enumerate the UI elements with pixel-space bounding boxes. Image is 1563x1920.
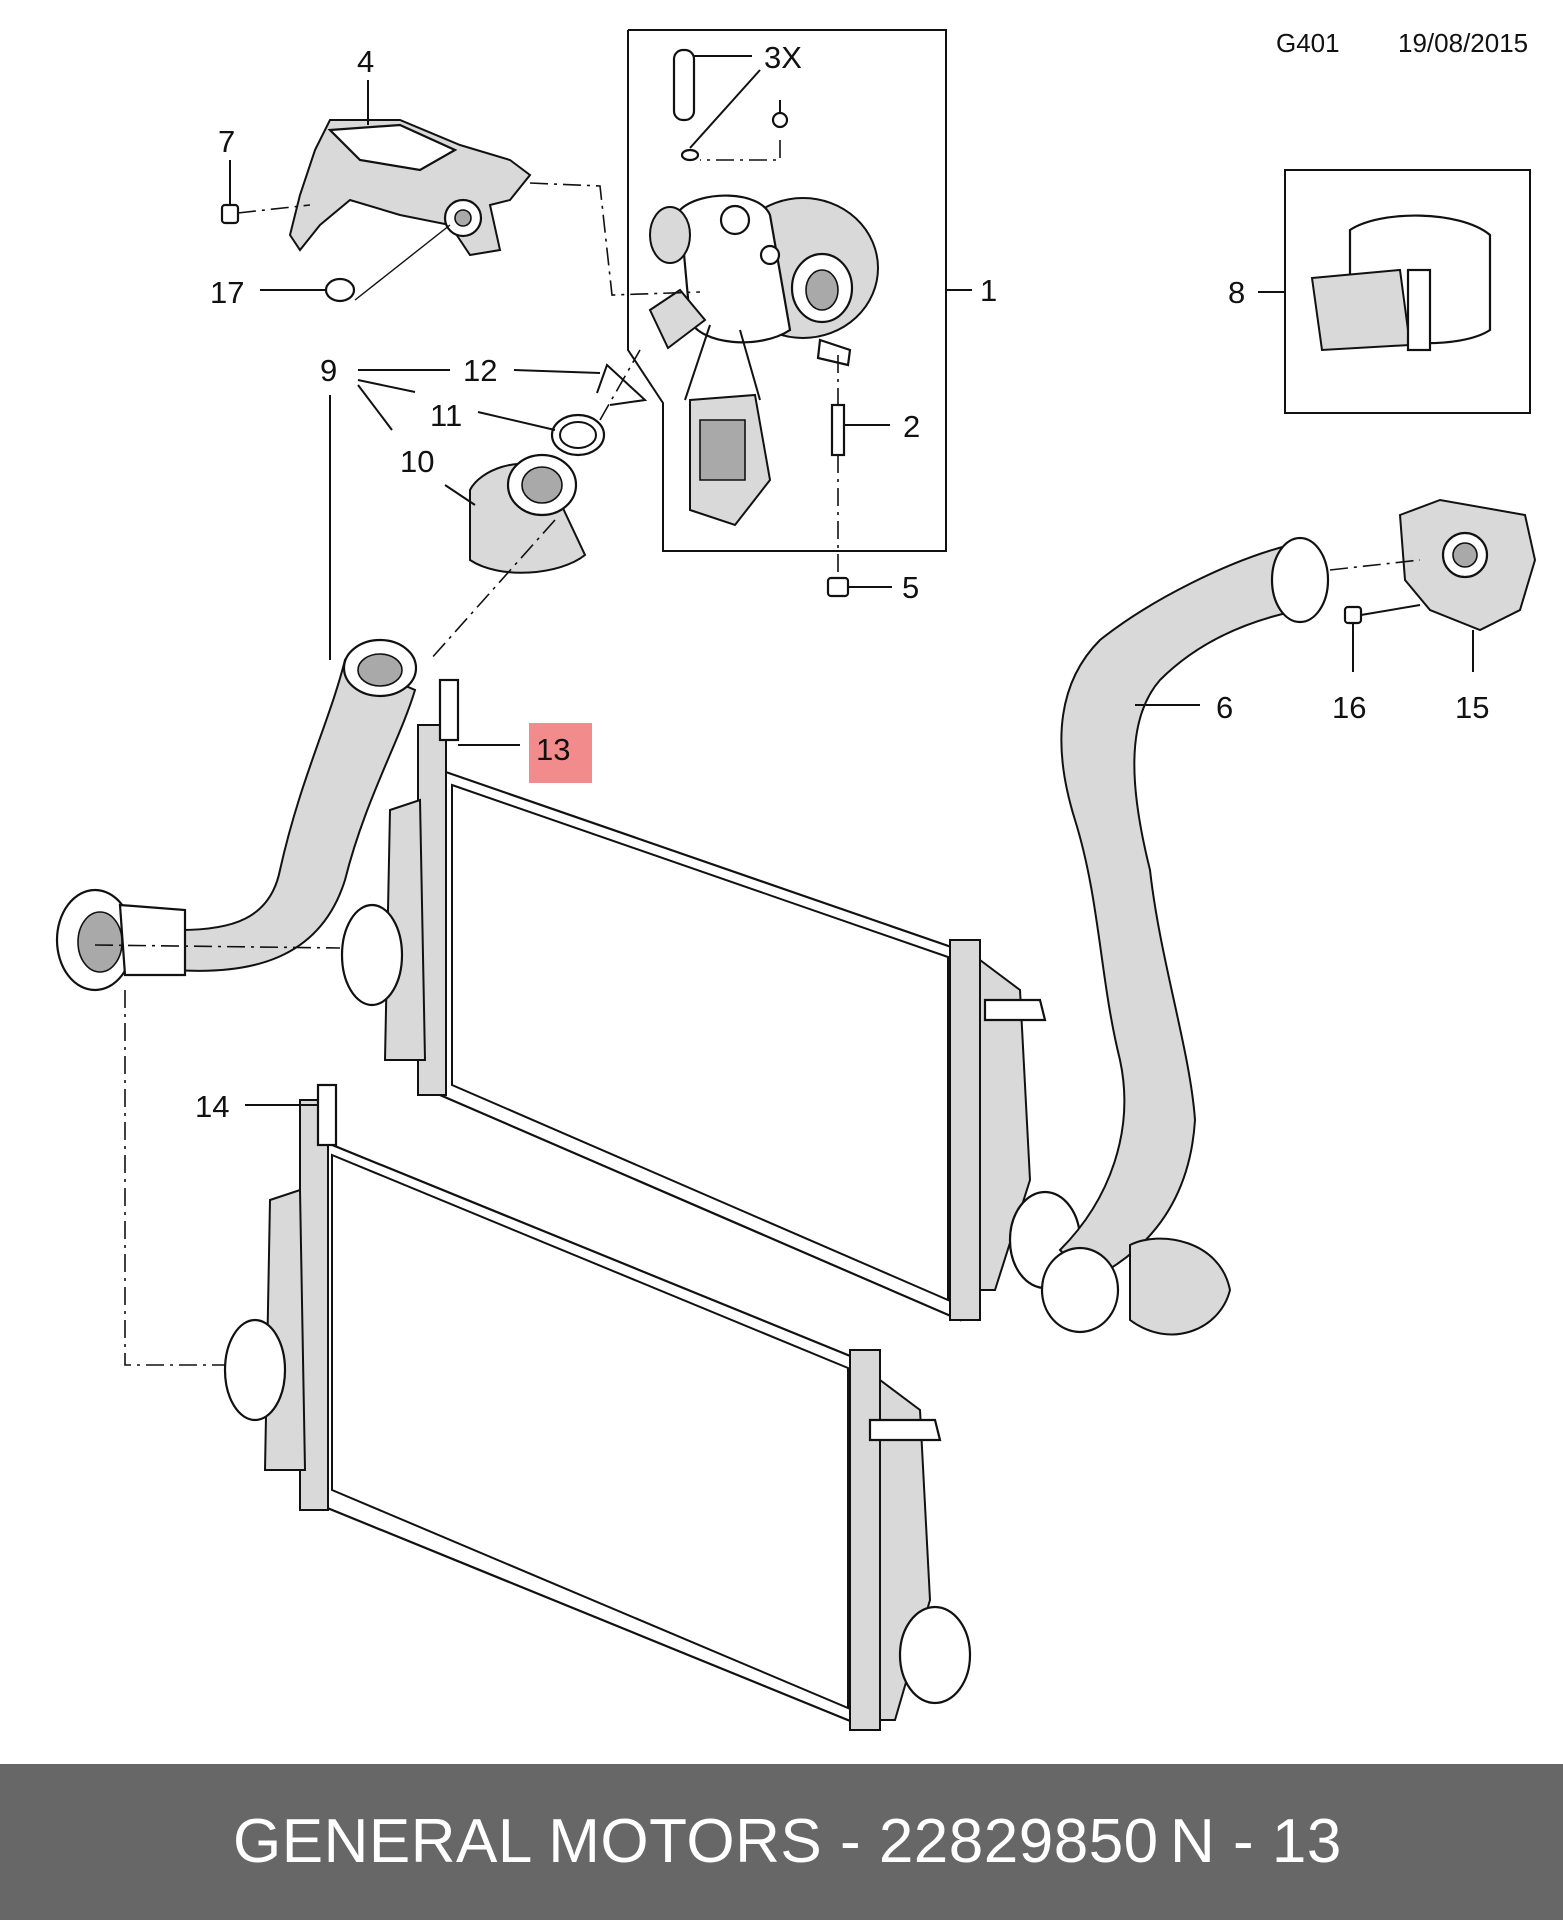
callout-8: 8 (1228, 275, 1245, 310)
stud-3x (672, 48, 789, 162)
heat-shield (288, 80, 701, 296)
hose-6 (1040, 536, 1330, 1336)
footer-part-label: GENERAL MOTORS - 22829850 (233, 1807, 1159, 1876)
callout-3x: 3X (764, 40, 802, 75)
throttle-15 (1329, 498, 1537, 672)
clamp-box (1258, 169, 1531, 414)
ring-11 (477, 349, 641, 457)
diagram-code: G401 (1276, 28, 1340, 58)
hose-9 (55, 638, 418, 1366)
callout-15: 15 (1455, 690, 1489, 725)
exploded-parts-diagram: .ln { stroke:#111; stroke-width:2; fill:… (55, 29, 1537, 1731)
nut-17 (260, 224, 451, 303)
callout-6: 6 (1216, 690, 1233, 725)
intercooler-13 (340, 678, 1082, 1322)
callout-17: 17 (210, 275, 244, 310)
callout-7: 7 (218, 124, 235, 159)
nut-5 (826, 576, 892, 598)
footer-bar: GENERAL MOTORS - 22829850 N - 13 (0, 1764, 1563, 1920)
turbo-box (627, 29, 972, 552)
callout-14: 14 (195, 1089, 229, 1124)
hose-10 (429, 453, 587, 661)
footer-ref-label: N - 13 (1170, 1807, 1342, 1876)
callout-9: 9 (320, 353, 337, 388)
highlight-13 (529, 723, 592, 783)
callout-2: 2 (903, 409, 920, 444)
intercooler-14 (223, 1083, 972, 1731)
clip-12 (513, 363, 648, 406)
stud-2 (830, 355, 890, 580)
callout-10: 10 (400, 444, 434, 479)
leader-9 (329, 369, 450, 660)
bolt-16 (1343, 604, 1421, 672)
callout-1: 1 (980, 273, 997, 308)
bolt-7 (220, 160, 311, 225)
callout-16: 16 (1332, 690, 1366, 725)
callout-4: 4 (357, 44, 374, 79)
callout-11: 11 (430, 398, 462, 433)
turbocharger (648, 194, 879, 527)
callout-13: 13 (536, 732, 570, 767)
callout-5: 5 (902, 570, 919, 605)
callout-12: 12 (463, 353, 497, 388)
diagram-date: 19/08/2015 (1398, 28, 1529, 58)
